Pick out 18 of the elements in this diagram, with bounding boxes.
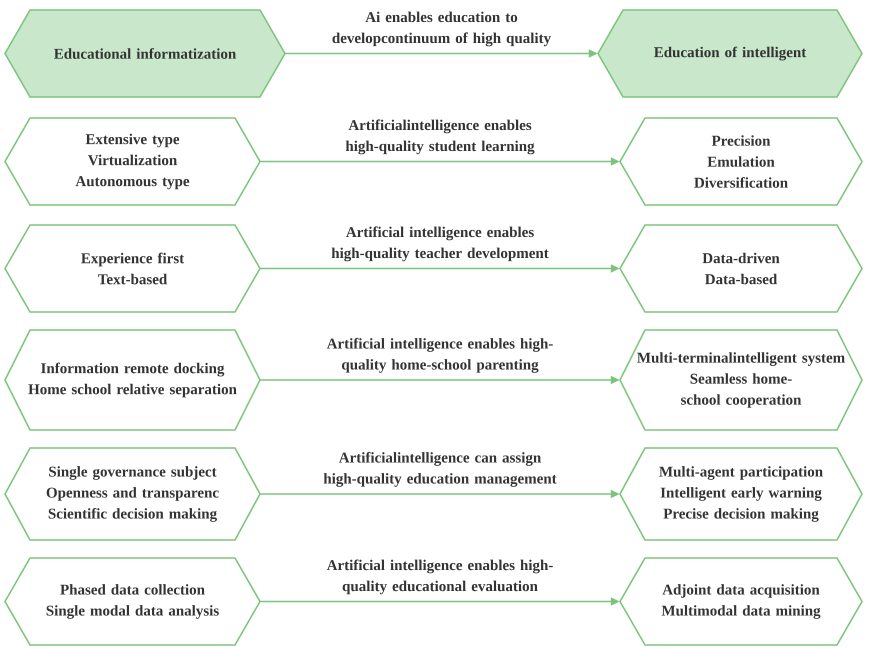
edge-label: Artificial intelligence enables high-quality teacher development [332, 226, 549, 262]
hexagon-box: Extensive type Virtualization Autonomous type [4, 117, 261, 206]
hexagon-box: Information remote docking Home school relative separation [4, 329, 261, 431]
hexagon-box: Precision Emulation Diversification [619, 117, 863, 206]
hexagon-box: Single governance subject Openness and transparenc Scientific decision making [4, 447, 261, 541]
hexagon-box: Experience first Text-based [4, 224, 261, 313]
hexagon-box: Educational informatization [4, 9, 286, 98]
hexagon-box: Education of intelligent [597, 9, 863, 98]
edge-label: Ai enables education to developcontinuum of high quality [332, 12, 551, 46]
edge-label: Artificialintelligence can assign high-quality education management [324, 452, 557, 487]
hexagon-box: Multi-agent participation Intelligent early warning Precise decision making [619, 447, 863, 541]
edge-label: Artificial intelligence enables high-quality educational evaluation [326, 560, 553, 594]
hexagon-box: Phased data collection Single modal data analysis [4, 557, 261, 646]
edge-label: Artificialintelligence enables high-quality student learning [346, 119, 534, 154]
hexagon-box: Adjoint data acquisition Multimodal data mining [619, 557, 863, 646]
edge-label: Artificial intelligence enables high-quality home-school parenting [326, 338, 553, 373]
hexagon-box: Data-driven Data-based [619, 224, 863, 313]
hexagon-box: Multi-terminalintelligent system Seamless home-school cooperation [619, 329, 863, 431]
